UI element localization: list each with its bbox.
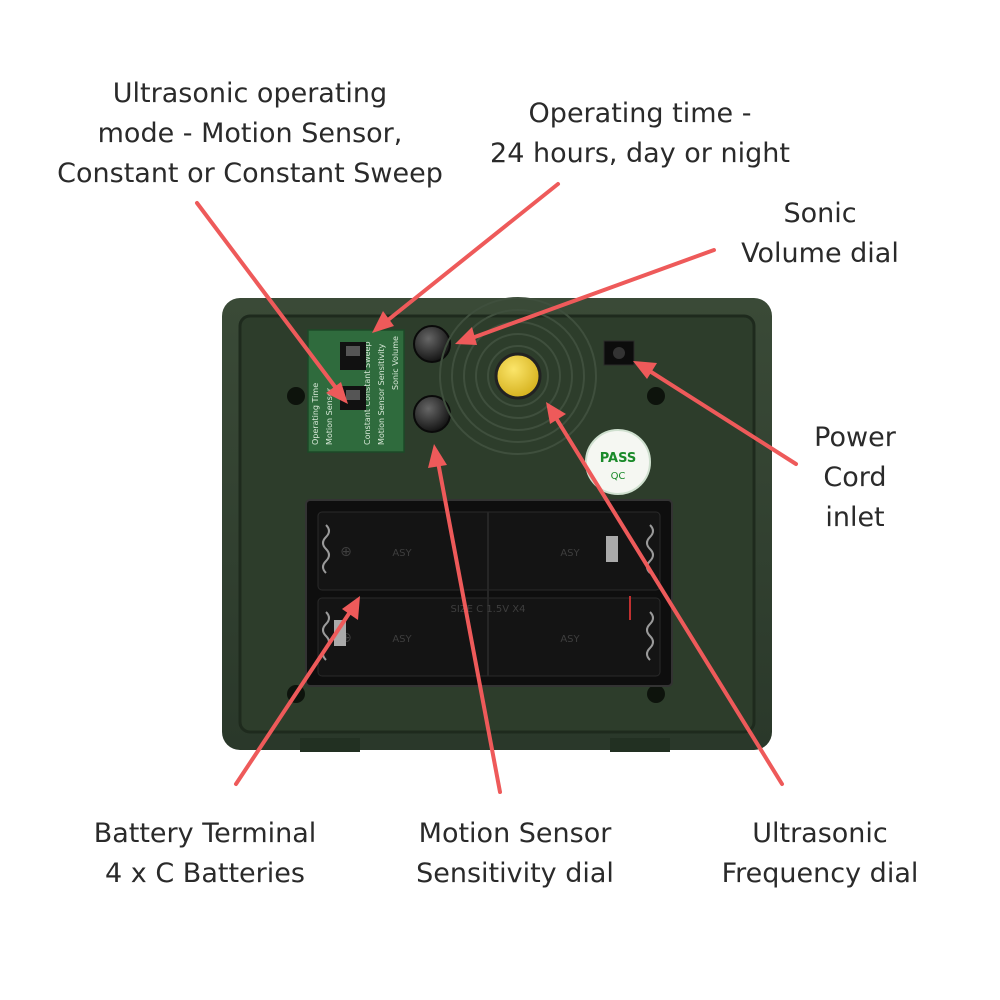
label-line: Ultrasonic: [752, 818, 888, 849]
label-line: Frequency dial: [721, 858, 919, 889]
terminal-contact-bottom: [334, 620, 346, 646]
label-line: 4 x C Batteries: [105, 858, 305, 889]
label-power-cord-inlet: Power Cord inlet: [770, 418, 940, 538]
panel-text-col5: Motion Sensor Sensitivity: [377, 343, 386, 445]
arrow-sonic-volume: [455, 248, 716, 345]
arrow-operating-time: [372, 182, 560, 333]
label-line: Motion Sensor: [418, 818, 612, 849]
label-line: Ultrasonic operating: [112, 78, 388, 109]
qc-text: QC: [611, 471, 626, 482]
operating-time-switch-slider: [346, 346, 360, 356]
label-line: mode - Motion Sensor,: [97, 118, 403, 149]
panel-text-col3: Motion Sensor: [325, 387, 334, 445]
label-line: Sonic: [783, 198, 857, 229]
screw-hole-top-right: [647, 387, 665, 405]
battery-size-label: SIZE C 1.5V X4: [451, 604, 526, 615]
callout-arrows: [195, 182, 798, 794]
label-motion-sensor-sensitivity-dial: Motion Sensor Sensitivity dial: [390, 814, 640, 894]
battery-mark-1: ASY: [392, 548, 412, 559]
speaker-grill: [439, 297, 597, 455]
arrow-operating-mode: [195, 201, 348, 404]
label-line: Sensitivity dial: [416, 858, 614, 889]
arrow-power-inlet: [633, 361, 798, 466]
label-ultrasonic-operating-mode: Ultrasonic operating mode - Motion Senso…: [40, 74, 460, 194]
label-line: inlet: [825, 502, 885, 533]
battery-mark-4: ASY: [560, 634, 580, 645]
arrow-battery-terminal: [234, 596, 360, 786]
panel-text-col1: Operating Time: [311, 383, 320, 445]
pass-text: PASS: [600, 451, 637, 466]
label-line: Battery Terminal: [93, 818, 317, 849]
battery-mark-3: ASY: [392, 634, 412, 645]
label-ultrasonic-frequency-dial: Ultrasonic Frequency dial: [700, 814, 940, 894]
battery-compartment: ASY ASY SIZE C 1.5V X4 ASY ASY ⊕ ⊕: [305, 499, 673, 687]
battery-mark-2: ASY: [560, 548, 580, 559]
label-battery-terminal: Battery Terminal 4 x C Batteries: [60, 814, 350, 894]
operating-mode-switch-slider: [346, 390, 360, 400]
housing-foot-left: [300, 738, 360, 752]
label-sonic-volume-dial: Sonic Volume dial: [720, 194, 920, 274]
screw-hole-bottom-right: [647, 685, 665, 703]
ultrasonic-frequency-knob[interactable]: [494, 352, 542, 400]
label-line: Operating time -: [528, 98, 752, 129]
housing-foot-right: [610, 738, 670, 752]
label-line: Constant or Constant Sweep: [57, 158, 443, 189]
sonic-volume-knob-top[interactable]: [413, 325, 451, 363]
screw-hole-top-left: [287, 387, 305, 405]
panel-text-col4: Constant Constant Sweep: [363, 341, 372, 445]
label-line: Power: [814, 422, 896, 453]
label-line: Volume dial: [741, 238, 899, 269]
power-cord-inlet[interactable]: [603, 340, 635, 366]
arrow-ultrasonic-frequency: [546, 402, 784, 786]
terminal-contact-top: [606, 536, 618, 562]
panel-text-col6: Sonic Volume: [391, 336, 400, 390]
polarity-mark-top: ⊕: [340, 544, 352, 560]
pass-qc-sticker: PASS QC: [585, 429, 651, 495]
arrow-motion-sensitivity: [428, 444, 502, 794]
mode-switch-panel: Operating Time Motion Sensor Constant Co…: [307, 329, 405, 453]
label-line: 24 hours, day or night: [490, 138, 790, 169]
label-operating-time: Operating time - 24 hours, day or night: [480, 94, 800, 174]
label-line: Cord: [823, 462, 887, 493]
